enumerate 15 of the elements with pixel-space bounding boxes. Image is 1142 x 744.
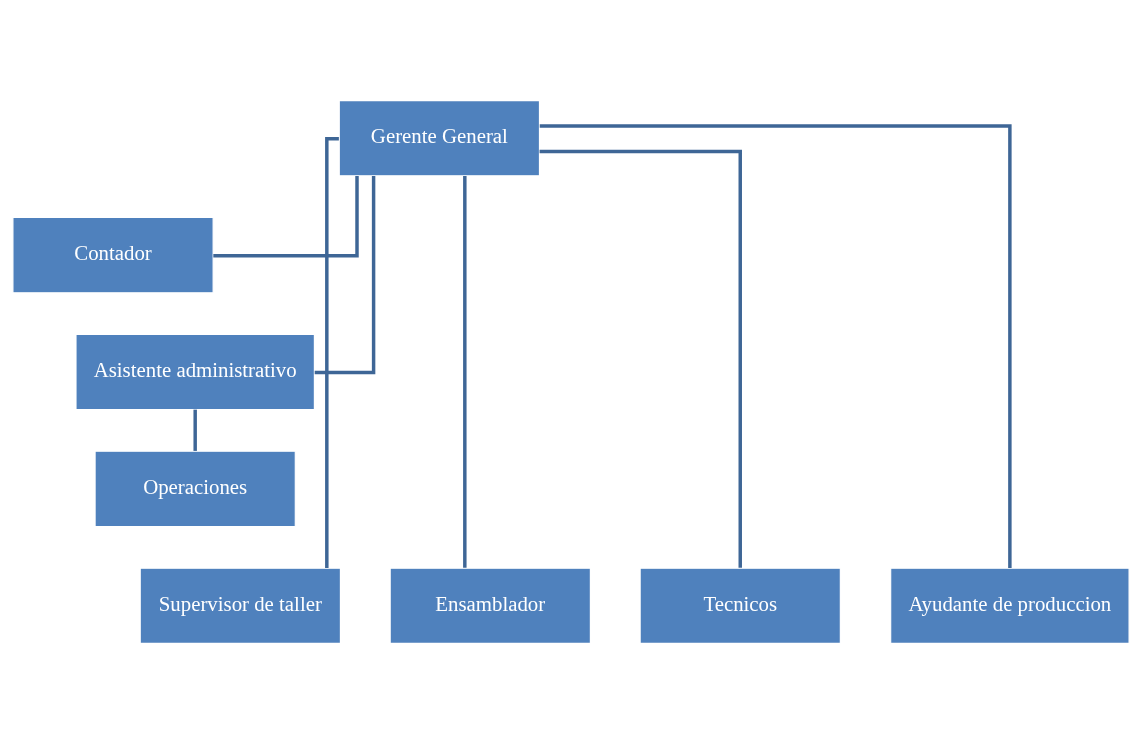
- connector: [325, 137, 339, 568]
- node-box: Ayudante de produccion: [890, 567, 1130, 644]
- connector: [213, 176, 359, 258]
- connector: [539, 149, 742, 568]
- node-box: Operaciones: [94, 450, 296, 528]
- node-box: Ensamblador: [389, 567, 591, 644]
- connector: [463, 176, 467, 568]
- connector: [539, 124, 1012, 569]
- node-box: Supervisor de taller: [139, 567, 341, 644]
- node-box: Contador: [12, 216, 214, 294]
- connector: [193, 409, 197, 451]
- node-box: Tecnicos: [639, 567, 841, 644]
- node-box: Asistente administrativo: [75, 333, 315, 411]
- node-box: Gerente General: [338, 100, 541, 177]
- connector: [314, 175, 376, 375]
